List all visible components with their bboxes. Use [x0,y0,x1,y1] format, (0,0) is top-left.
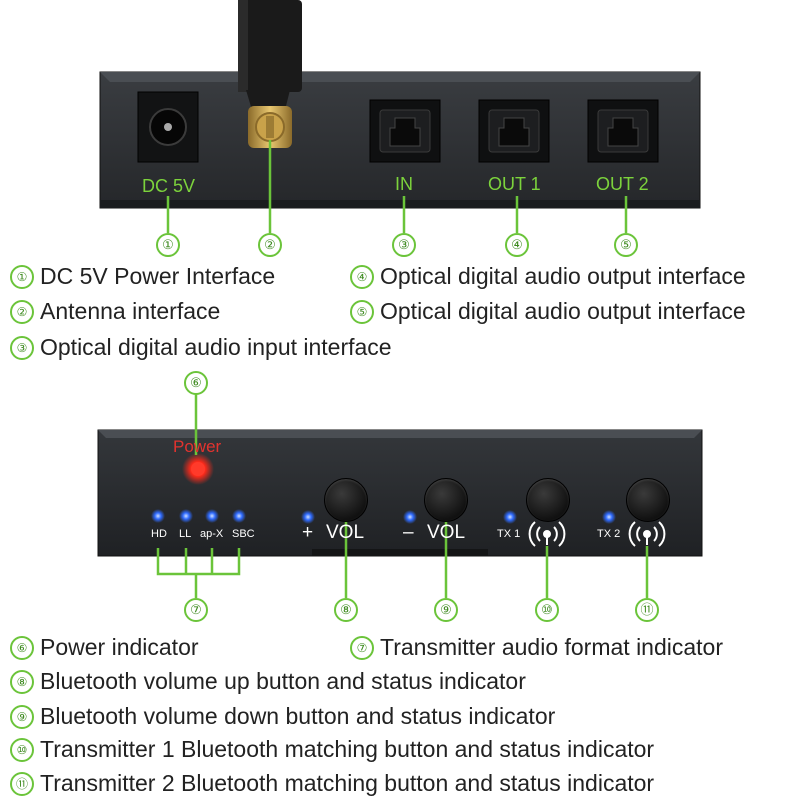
vol-up-button[interactable] [324,478,368,522]
vol-down-sign: – [403,522,414,543]
legend-item-5: ⑤ Optical digital audio output interface [350,298,746,325]
tx1-label: TX 1 [497,528,521,540]
legend-number: ⑩ [10,737,34,762]
legend-text: Bluetooth volume down button and status … [40,703,556,729]
dc-jack [137,91,199,163]
callout-5: ⑤ [614,233,638,257]
legend-number: ⑦ [350,635,374,660]
legend-text: Transmitter 1 Bluetooth matching button … [40,736,655,762]
legend-item-9: ⑨ Bluetooth volume down button and statu… [10,703,555,730]
callout-4: ④ [505,233,529,257]
optical-in-port [369,99,441,163]
callout-2: ② [258,233,282,257]
format-led-label-apx: ap-X [200,528,224,540]
legend-item-1: ① DC 5V Power Interface [10,263,275,290]
tx2-label: TX 2 [597,528,621,540]
legend-item-8: ⑧ Bluetooth volume up button and status … [10,668,526,695]
status-leds [301,510,616,524]
front-callout-lines [156,392,649,598]
legend-text: DC 5V Power Interface [40,263,276,289]
legend-text: Optical digital audio output interface [380,263,746,289]
legend-item-3: ③ Optical digital audio input interface [10,334,392,361]
optical-out2-port [587,99,659,163]
antenna [238,0,302,148]
legend-number: ② [10,299,34,324]
optical-out1-port [478,99,550,163]
legend-text: Optical digital audio input interface [40,334,392,360]
legend-text: Transmitter audio format indicator [380,634,724,660]
vol-up-label: VOL [326,522,365,543]
callout-7: ⑦ [184,598,208,622]
vol-up-sign: + [302,522,314,543]
tx2-pair-icon [628,521,666,547]
legend-number: ⑤ [350,299,374,324]
legend-text: Transmitter 2 Bluetooth matching button … [40,770,655,796]
callout-6: ⑥ [184,371,208,395]
tx1-pair-icon [528,521,566,547]
callout-1: ① [156,233,180,257]
callout-3: ③ [392,233,416,257]
format-led-label-hd: HD [151,528,167,540]
power-label: Power [173,437,222,456]
legend-number: ⑧ [10,669,34,694]
legend-number: ⑥ [10,635,34,660]
legend-number: ④ [350,264,374,289]
legend-number: ① [10,264,34,289]
vol-down-button[interactable] [424,478,468,522]
legend-text: Optical digital audio output interface [380,298,746,324]
legend-item-6: ⑥ Power indicator [10,634,199,661]
callout-10: ⑩ [535,598,559,622]
legend-item-4: ④ Optical digital audio output interface [350,263,746,290]
rear-callout-lines [166,140,628,233]
legend-number: ⑪ [10,771,34,796]
legend-item-2: ② Antenna interface [10,298,220,325]
out1-port-label: OUT 1 [488,174,541,194]
out2-port-label: OUT 2 [596,174,649,194]
power-led [182,453,214,485]
legend-number: ③ [10,335,34,360]
legend-item-10: ⑩ Transmitter 1 Bluetooth matching butto… [10,736,654,763]
callout-11: ⑪ [635,598,659,622]
tx1-pair-button[interactable] [526,478,570,522]
legend-text: Bluetooth volume up button and status in… [40,668,526,694]
tx2-pair-button[interactable] [626,478,670,522]
dc-port-label: DC 5V [142,176,196,196]
format-leds [151,509,246,523]
vol-down-label: VOL [427,522,466,543]
in-port-label: IN [395,174,413,194]
callout-9: ⑨ [434,598,458,622]
legend-item-11: ⑪ Transmitter 2 Bluetooth matching butto… [10,770,654,797]
legend-item-7: ⑦ Transmitter audio format indicator [350,634,723,661]
format-led-label-ll: LL [179,528,192,540]
front-panel [97,429,703,557]
legend-text: Power indicator [40,634,199,660]
callout-8: ⑧ [334,598,358,622]
format-led-label-sbc: SBC [232,528,255,540]
legend-number: ⑨ [10,704,34,729]
legend-text: Antenna interface [40,298,221,324]
